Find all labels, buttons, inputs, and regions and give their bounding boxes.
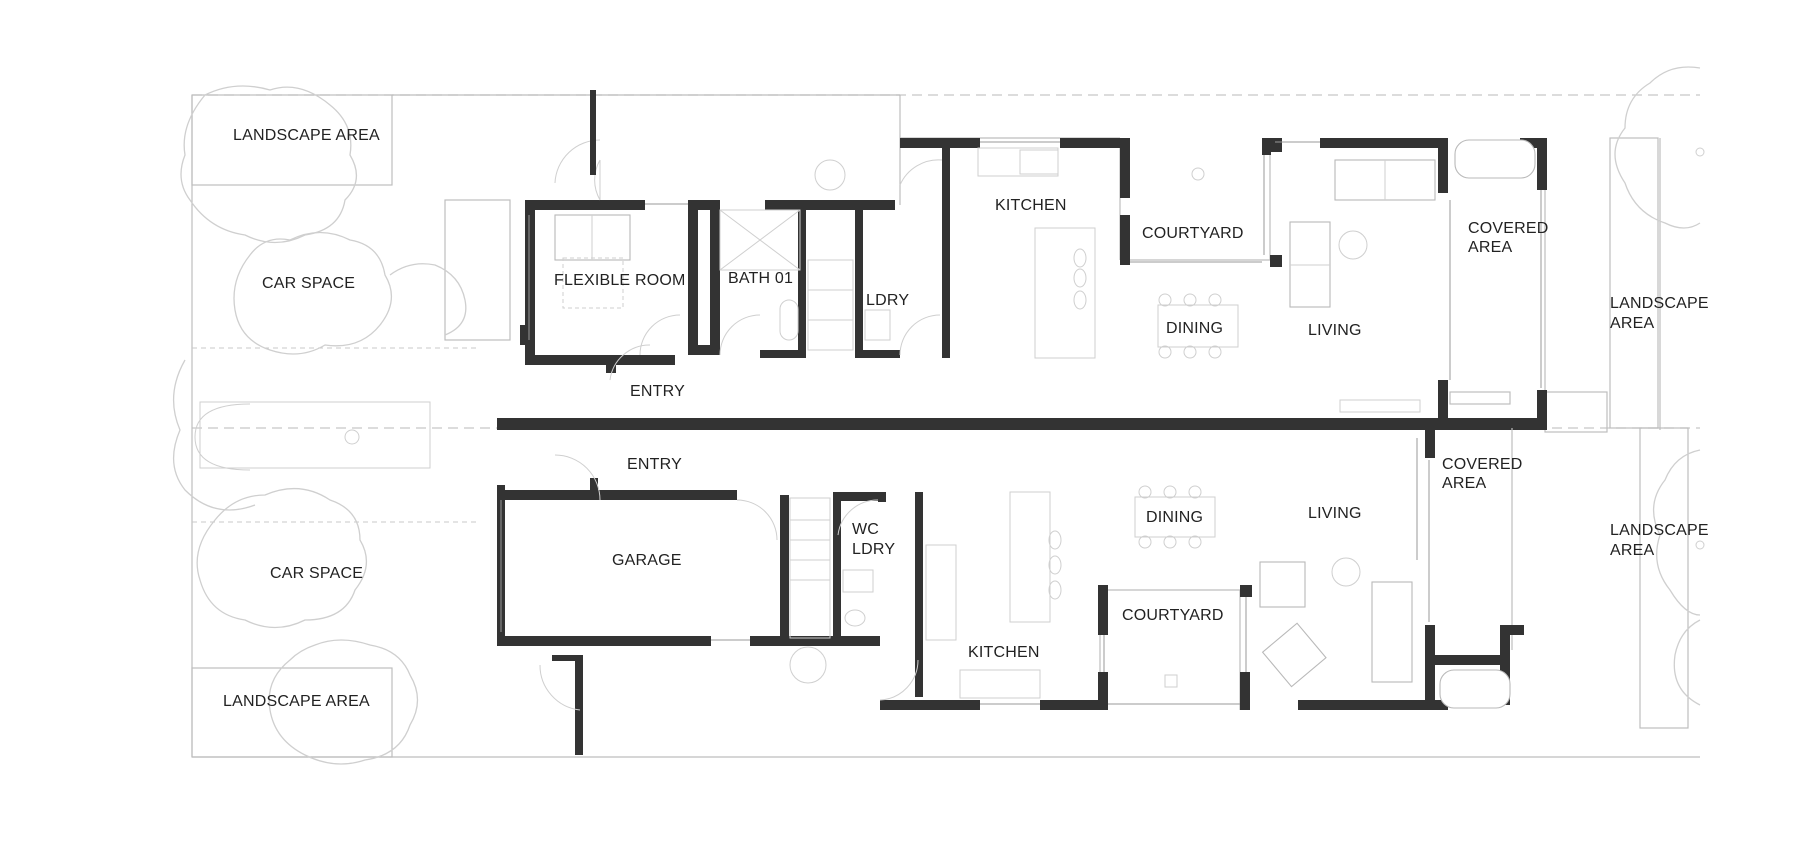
label-bath-01: BATH 01 <box>728 270 793 287</box>
label-upper-courtyard: COURTYARD <box>1142 225 1244 242</box>
label-upper-landscape-r1: LANDSCAPE <box>1610 295 1709 312</box>
upper-unit <box>497 137 1547 430</box>
label-upper-entry: ENTRY <box>630 383 685 400</box>
label-upper-living: LIVING <box>1308 322 1362 339</box>
label-lower-covered-2: AREA <box>1442 475 1486 492</box>
label-lower-living: LIVING <box>1308 505 1362 522</box>
lower-room-labels: ENTRY CAR SPACE GARAGE WC LDRY KITCHEN C… <box>223 456 1709 710</box>
label-upper-dining: DINING <box>1166 320 1223 337</box>
label-upper-landscape-left: LANDSCAPE AREA <box>233 127 380 144</box>
label-lower-courtyard: COURTYARD <box>1122 607 1224 624</box>
label-lower-dining: DINING <box>1146 509 1203 526</box>
lower-unit <box>194 90 1524 755</box>
label-lower-car-space: CAR SPACE <box>270 565 363 582</box>
label-garage: GARAGE <box>612 552 682 569</box>
label-lower-covered-1: COVERED <box>1442 456 1523 473</box>
label-lower-ldry: LDRY <box>852 541 895 558</box>
label-lower-landscape-r2: AREA <box>1610 542 1654 559</box>
label-upper-landscape-r2: AREA <box>1610 315 1654 332</box>
label-flexible-room: FLEXIBLE ROOM <box>554 272 686 289</box>
label-upper-kitchen: KITCHEN <box>995 197 1067 214</box>
landscape-trees <box>172 66 1705 765</box>
label-lower-kitchen: KITCHEN <box>968 644 1040 661</box>
label-lower-landscape-r1: LANDSCAPE <box>1610 522 1709 539</box>
label-upper-ldry: LDRY <box>866 292 909 309</box>
label-lower-entry: ENTRY <box>627 456 682 473</box>
label-upper-covered-2: AREA <box>1468 239 1512 256</box>
label-upper-covered-1: COVERED <box>1468 220 1549 237</box>
label-upper-car-space: CAR SPACE <box>262 275 355 292</box>
label-wc: WC <box>852 521 879 538</box>
label-lower-landscape-left: LANDSCAPE AREA <box>223 693 370 710</box>
upper-room-labels: LANDSCAPE AREA CAR SPACE FLEXIBLE ROOM B… <box>233 127 1709 400</box>
